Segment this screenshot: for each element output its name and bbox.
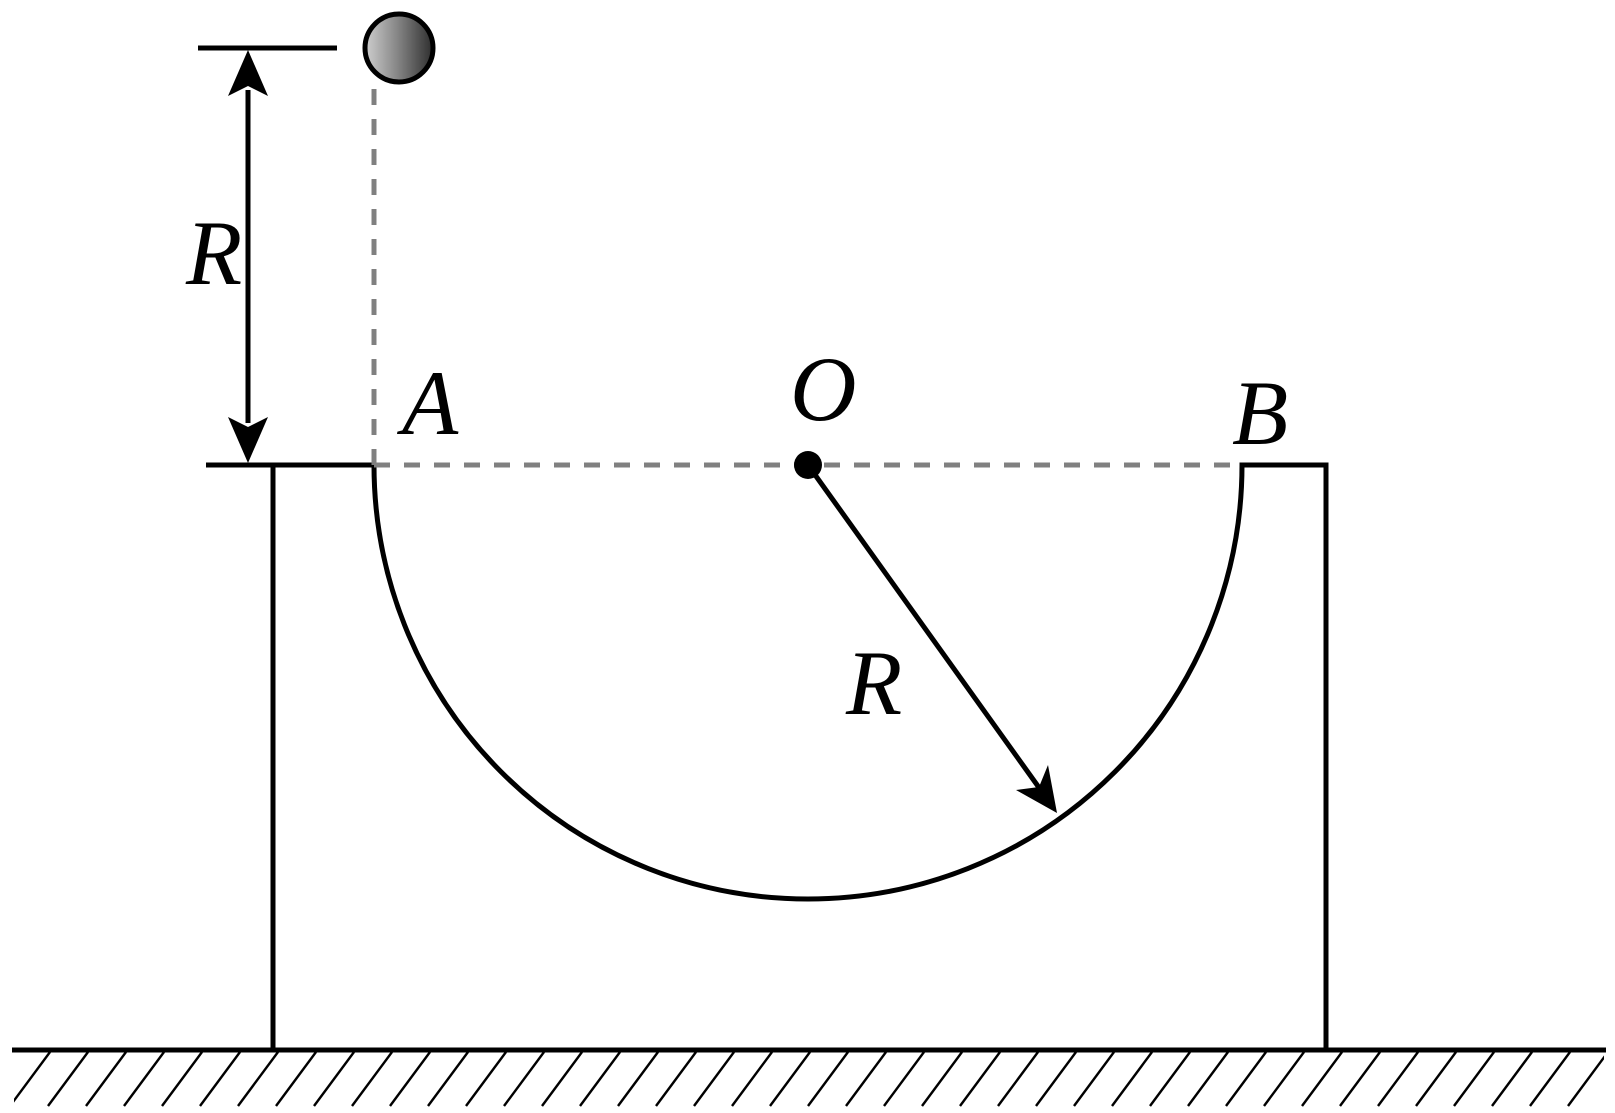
hatch-stroke xyxy=(1301,1052,1343,1107)
hatch-stroke xyxy=(1111,1052,1153,1107)
hatch-stroke xyxy=(579,1052,621,1107)
hatch-stroke xyxy=(1415,1052,1457,1107)
hatch-stroke xyxy=(389,1052,431,1107)
height-arrowhead-bottom xyxy=(228,417,268,463)
radius-arrowhead xyxy=(1016,765,1057,813)
hatch-stroke xyxy=(693,1052,735,1107)
hatch-stroke xyxy=(1453,1052,1495,1107)
hatch-stroke xyxy=(161,1052,203,1107)
hatch-stroke xyxy=(731,1052,773,1107)
hatch-stroke xyxy=(959,1052,1001,1107)
ground xyxy=(12,1047,1615,1107)
radius-arrow xyxy=(805,463,1057,813)
hatch-stroke xyxy=(769,1052,811,1107)
height-arrowhead-top xyxy=(228,50,268,96)
hatch-stroke xyxy=(351,1052,393,1107)
hatch-stroke xyxy=(199,1052,241,1107)
hatch-stroke xyxy=(47,1052,89,1107)
hatch-stroke xyxy=(14,1052,51,1103)
hatch-stroke xyxy=(1035,1052,1077,1107)
hatch-stroke xyxy=(1225,1052,1267,1107)
hatch-stroke xyxy=(1149,1052,1191,1107)
hatch-stroke xyxy=(655,1052,697,1107)
label-center-o: O xyxy=(790,338,856,440)
hatch-stroke xyxy=(1529,1052,1571,1107)
hatch-stroke xyxy=(1377,1052,1419,1107)
hatch-stroke xyxy=(1491,1052,1533,1107)
hatch-stroke xyxy=(921,1052,963,1107)
hatch-stroke xyxy=(1606,1052,1615,1106)
hatch-stroke xyxy=(427,1052,469,1107)
hatch-stroke xyxy=(237,1052,279,1107)
hatch-stroke xyxy=(503,1052,545,1107)
hatch-stroke xyxy=(807,1052,849,1107)
label-point-b: B xyxy=(1232,362,1288,464)
hatch-stroke xyxy=(1073,1052,1115,1107)
hatch-stroke xyxy=(465,1052,507,1107)
ground-hatching xyxy=(14,1052,1615,1107)
label-point-a: A xyxy=(396,352,459,454)
hatch-stroke xyxy=(1263,1052,1305,1107)
label-radius-r: R xyxy=(845,632,902,734)
hatch-stroke xyxy=(123,1052,165,1107)
hatch-stroke xyxy=(541,1052,583,1107)
hatch-stroke xyxy=(313,1052,355,1107)
hatch-stroke xyxy=(275,1052,317,1107)
hatch-stroke xyxy=(617,1052,659,1107)
ball xyxy=(362,11,436,85)
hatch-stroke xyxy=(845,1052,887,1107)
hatch-stroke xyxy=(1567,1055,1604,1107)
height-dimension-arrow xyxy=(228,50,268,463)
container-block xyxy=(270,462,1329,1050)
hatch-stroke xyxy=(997,1052,1039,1107)
label-height-r: R xyxy=(185,202,242,304)
hatch-stroke xyxy=(883,1052,925,1107)
hatch-stroke xyxy=(85,1052,127,1107)
hatch-stroke xyxy=(1339,1052,1381,1107)
hatch-stroke xyxy=(1187,1052,1229,1107)
